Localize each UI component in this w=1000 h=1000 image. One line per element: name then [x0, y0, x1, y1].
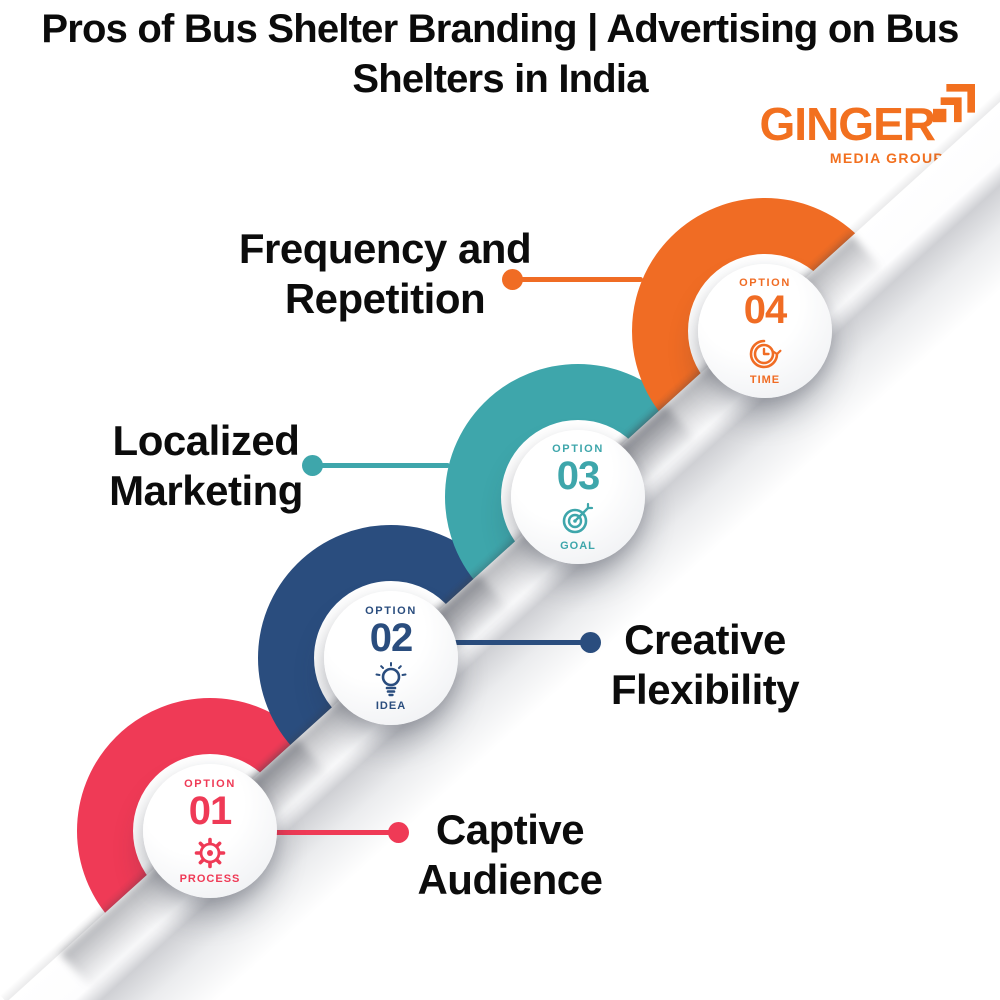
ginger-media-group-logo: GINGER MEDIA GROUP: [695, 84, 975, 166]
label-line: Repetition: [284, 275, 486, 322]
option-number: 02: [369, 615, 413, 660]
page-title-line2: Shelters in India: [352, 57, 648, 101]
option-number: 01: [188, 788, 232, 833]
label-line: Audience: [417, 856, 603, 903]
option-badge-03: OPTION 03 GOAL: [511, 430, 645, 564]
connector-line-02: [391, 640, 592, 645]
label-line: Frequency and: [238, 225, 532, 272]
clock-arrow-icon: [749, 339, 782, 368]
connector-line-01: [210, 830, 400, 835]
label-line: Creative: [624, 616, 786, 663]
connector-dot-02: [580, 632, 601, 653]
label-line: Localized: [112, 417, 300, 464]
category-label: GOAL: [560, 539, 596, 552]
category-label: IDEA: [375, 699, 407, 712]
label-frequency-repetition: Frequency and Repetition: [185, 224, 585, 324]
option-word: OPTION: [739, 276, 791, 289]
connector-line-04: [513, 277, 643, 282]
option-word: OPTION: [365, 604, 417, 617]
option-word: OPTION: [184, 777, 236, 790]
logo-tagline: MEDIA GROUP: [829, 150, 944, 166]
logo-name: GINGER: [759, 98, 936, 150]
page-title-line1: Pros of Bus Shelter Branding | Advertisi…: [41, 7, 959, 51]
stair-squares-icon: [933, 84, 975, 123]
connector-dot-03: [302, 455, 323, 476]
option-badge-04: OPTION 04 TIME: [698, 264, 832, 398]
page-title: Pros of Bus Shelter Branding | Advertisi…: [0, 4, 1000, 104]
lightbulb-icon: [375, 661, 407, 696]
connector-dot-04: [502, 269, 523, 290]
option-number: 03: [556, 453, 600, 498]
label-captive-audience: Captive Audience: [310, 805, 710, 905]
label-line: Flexibility: [610, 666, 800, 713]
connector-dot-01: [388, 822, 409, 843]
label-localized-marketing: Localized Marketing: [6, 416, 406, 516]
target-icon: [562, 502, 594, 533]
category-label: PROCESS: [179, 872, 241, 885]
label-creative-flexibility: Creative Flexibility: [505, 615, 905, 715]
connector-line-03: [313, 463, 450, 468]
option-number: 04: [743, 287, 787, 332]
option-badge-02: OPTION 02 IDEA: [324, 591, 458, 725]
option-word: OPTION: [552, 442, 604, 455]
option-badge-01: OPTION 01 PROCESS: [143, 764, 277, 898]
category-label: TIME: [749, 373, 781, 386]
gear-icon: [194, 837, 226, 868]
label-line: Captive: [435, 806, 585, 853]
label-line: Marketing: [109, 467, 303, 514]
